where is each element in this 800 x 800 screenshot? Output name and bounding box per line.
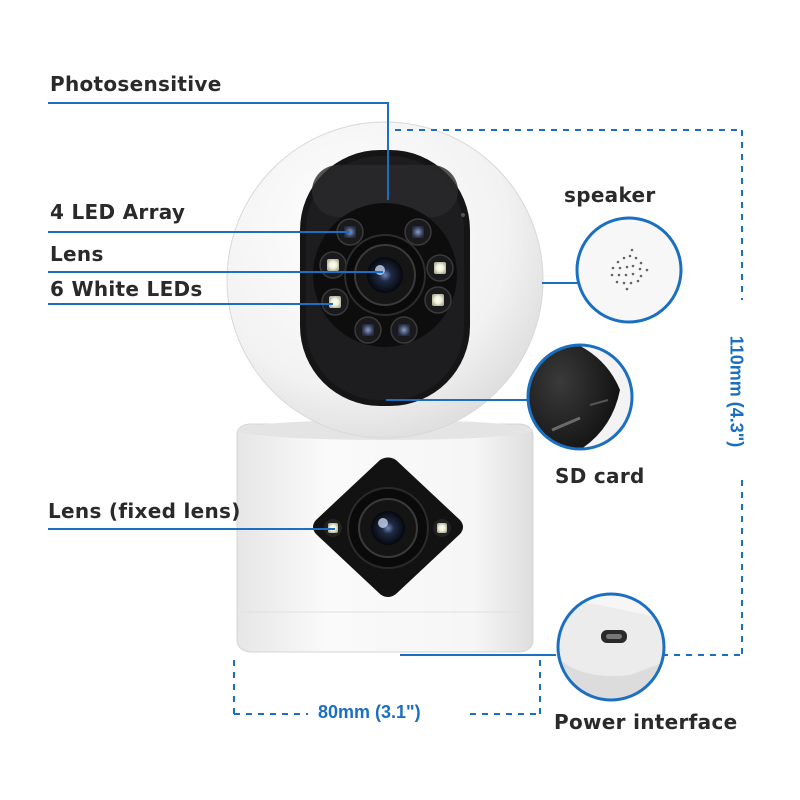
- label-white-leds: 6 White LEDs: [50, 277, 203, 301]
- power-interface-callout: [556, 592, 666, 702]
- label-led-array: 4 LED Array: [50, 200, 186, 224]
- label-sd-card: SD card: [555, 464, 645, 488]
- dimension-width-label: 80mm (3.1"): [318, 702, 421, 722]
- speaker-callout: [575, 216, 683, 324]
- label-fixed-lens: Lens (fixed lens): [48, 499, 241, 523]
- label-power-interface: Power interface: [554, 710, 738, 734]
- leader-photosensitive: [48, 102, 389, 200]
- dimension-lines: [233, 129, 743, 720]
- infrared-led: [390, 316, 418, 344]
- sd-card-callout: [526, 343, 634, 451]
- label-photosensitive: Photosensitive: [50, 72, 222, 96]
- white-led: [426, 254, 454, 282]
- white-led: [424, 286, 452, 314]
- leader-lines: [48, 102, 578, 656]
- white-led: [321, 288, 349, 316]
- infrared-led: [354, 316, 382, 344]
- dimension-height-label: 110mm (4.3"): [726, 335, 747, 448]
- white-led: [319, 251, 347, 279]
- label-speaker: speaker: [564, 183, 656, 207]
- label-lens: Lens: [50, 242, 104, 266]
- base-white-led: [433, 519, 451, 537]
- infrared-led: [404, 218, 432, 246]
- main-lens: [344, 234, 426, 316]
- microphone-hole: [461, 213, 465, 217]
